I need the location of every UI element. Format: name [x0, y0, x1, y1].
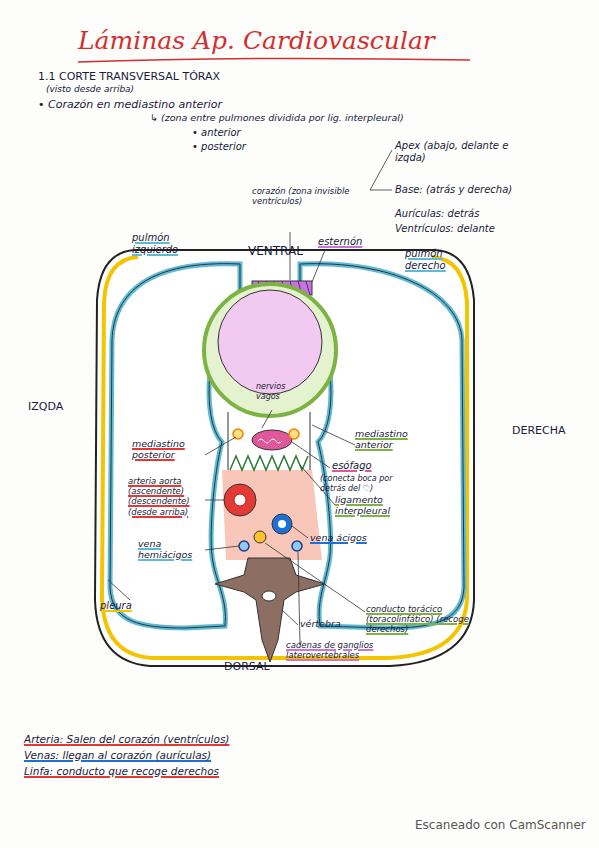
- page-title: Láminas Ap. Cardiovascular: [78, 26, 435, 55]
- title-underline: [78, 58, 470, 62]
- scanner-watermark: Escaneado con CamScanner: [415, 818, 595, 832]
- leader-line: [108, 580, 130, 600]
- thorax-wall: [95, 250, 474, 666]
- leader-lines: [108, 150, 392, 645]
- part-label: pulmón izquierdo: [132, 232, 202, 256]
- leader-line: [205, 437, 236, 455]
- note: • anterior: [192, 127, 312, 139]
- mediastinum-border: [228, 412, 310, 470]
- part-label: vena hemiácigos: [138, 538, 206, 561]
- leader-line: [282, 610, 298, 625]
- leader-line: [262, 410, 272, 428]
- leader-line: [205, 500, 224, 501]
- heart: [218, 290, 322, 394]
- note: Base: (atrás y derecha): [395, 184, 565, 196]
- leader-line: [292, 526, 308, 538]
- part-label: esófago: [332, 460, 412, 472]
- footnote: Arteria: Salen del corazón (ventrículos): [24, 733, 424, 746]
- part-label: ligamento interpleural: [335, 494, 415, 517]
- azygos-vein: [272, 514, 292, 534]
- esophagus: [252, 430, 292, 450]
- note: (visto desde arriba): [46, 84, 246, 95]
- section-heading: 1.1 CORTE TRANSVERSAL TÓRAX: [38, 70, 298, 83]
- part-label: arteria aorta (ascendente) (descendente)…: [128, 476, 208, 517]
- part-label: vértebra: [300, 618, 370, 629]
- note: ↳ (zona entre pulmones dividida por lig.…: [150, 112, 410, 123]
- leader-line: [292, 442, 330, 468]
- note: Aurículas: detrás: [395, 208, 565, 220]
- direction-label: VENTRAL: [248, 244, 328, 258]
- pericardium: [204, 284, 336, 416]
- thoracic-duct: [254, 531, 266, 543]
- note: Ventrículos: delante: [395, 223, 565, 235]
- direction-label: DERECHA: [512, 424, 592, 437]
- footnote: Linfa: conducto que recoge derechos: [24, 765, 424, 778]
- part-label: cadenas de ganglios laterovertebrales: [286, 640, 386, 660]
- spinal-canal: [262, 591, 276, 601]
- azygos-lumen: [278, 520, 286, 528]
- part-label: corazón (zona invisible ventrículos): [252, 186, 352, 206]
- ganglion: [292, 541, 302, 551]
- part-label: pleura: [100, 600, 160, 612]
- part-label: esternón: [318, 236, 398, 248]
- leader-line: [298, 552, 300, 645]
- aorta: [224, 484, 256, 516]
- hemiazygos-vein: [239, 541, 249, 551]
- leader-line: [370, 150, 392, 190]
- interpleural-ligament: [230, 456, 308, 470]
- part-label: nervios vagos: [256, 382, 306, 401]
- leader-line: [205, 546, 239, 550]
- part-label: pulmón derecho: [405, 248, 465, 272]
- leader-line: [312, 250, 325, 282]
- part-label: vena ácigos: [310, 532, 390, 543]
- part-label: mediastino anterior: [355, 428, 430, 451]
- leader-line: [265, 543, 365, 612]
- part-note: (conecta boca por detrás del ♡): [320, 474, 405, 493]
- direction-label: DORSAL: [224, 660, 304, 673]
- part-label: mediastino posterior: [132, 438, 212, 461]
- part-label: conducto torácico (toracolinfático) (rec…: [366, 604, 481, 635]
- direction-label: IZQDA: [28, 400, 88, 413]
- leader-line: [312, 425, 355, 445]
- note: Apex (abajo, delante e izqda): [395, 140, 510, 164]
- vagus-nerve: [289, 429, 299, 439]
- esophagus-lumen: [258, 439, 282, 443]
- note: • Corazón en mediastino anterior: [38, 98, 298, 111]
- note: • posterior: [192, 141, 312, 153]
- aorta-lumen: [234, 494, 246, 506]
- footnote: Venas: llegan al corazón (aurículas): [24, 749, 424, 762]
